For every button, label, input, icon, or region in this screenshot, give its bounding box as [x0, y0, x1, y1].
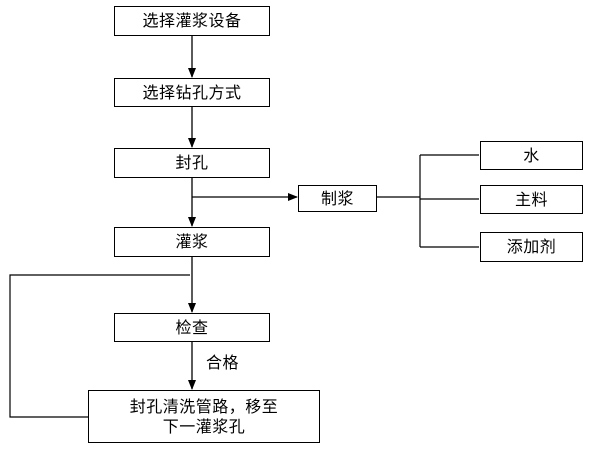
step-inspection: 检查 — [114, 313, 270, 342]
step-final-label-line1: 封孔清洗管路，移至 — [129, 396, 279, 416]
step-seal-hole-label: 封孔 — [175, 153, 209, 172]
ingredient-water-label: 水 — [523, 145, 540, 165]
step-select-equipment-label: 选择灌浆设备 — [142, 11, 242, 30]
step-select-equipment: 选择灌浆设备 — [114, 6, 270, 36]
ingredient-water: 水 — [480, 141, 583, 170]
ingredient-main-material-label: 主料 — [514, 189, 548, 209]
step-inspection-label: 检查 — [175, 317, 209, 337]
ingredient-additive: 添加剂 — [480, 232, 583, 262]
step-select-drilling-label: 选择钻孔方式 — [142, 82, 242, 102]
step-grouting: 灌浆 — [114, 227, 270, 257]
edge-label-pass: 合格 — [206, 353, 240, 372]
step-make-slurry: 制浆 — [298, 185, 377, 212]
step-seal-hole: 封孔 — [114, 148, 270, 178]
step-select-drilling: 选择钻孔方式 — [114, 78, 270, 107]
step-final-label-line2: 下一灌浆孔 — [162, 416, 246, 436]
step-make-slurry-label: 制浆 — [320, 188, 354, 208]
ingredient-additive-label: 添加剂 — [506, 237, 557, 256]
loop-back-connector — [9, 274, 190, 418]
step-final: 封孔清洗管路，移至 下一灌浆孔 — [88, 390, 320, 443]
ingredient-main-material: 主料 — [480, 185, 583, 214]
step-grouting-label: 灌浆 — [175, 232, 209, 251]
